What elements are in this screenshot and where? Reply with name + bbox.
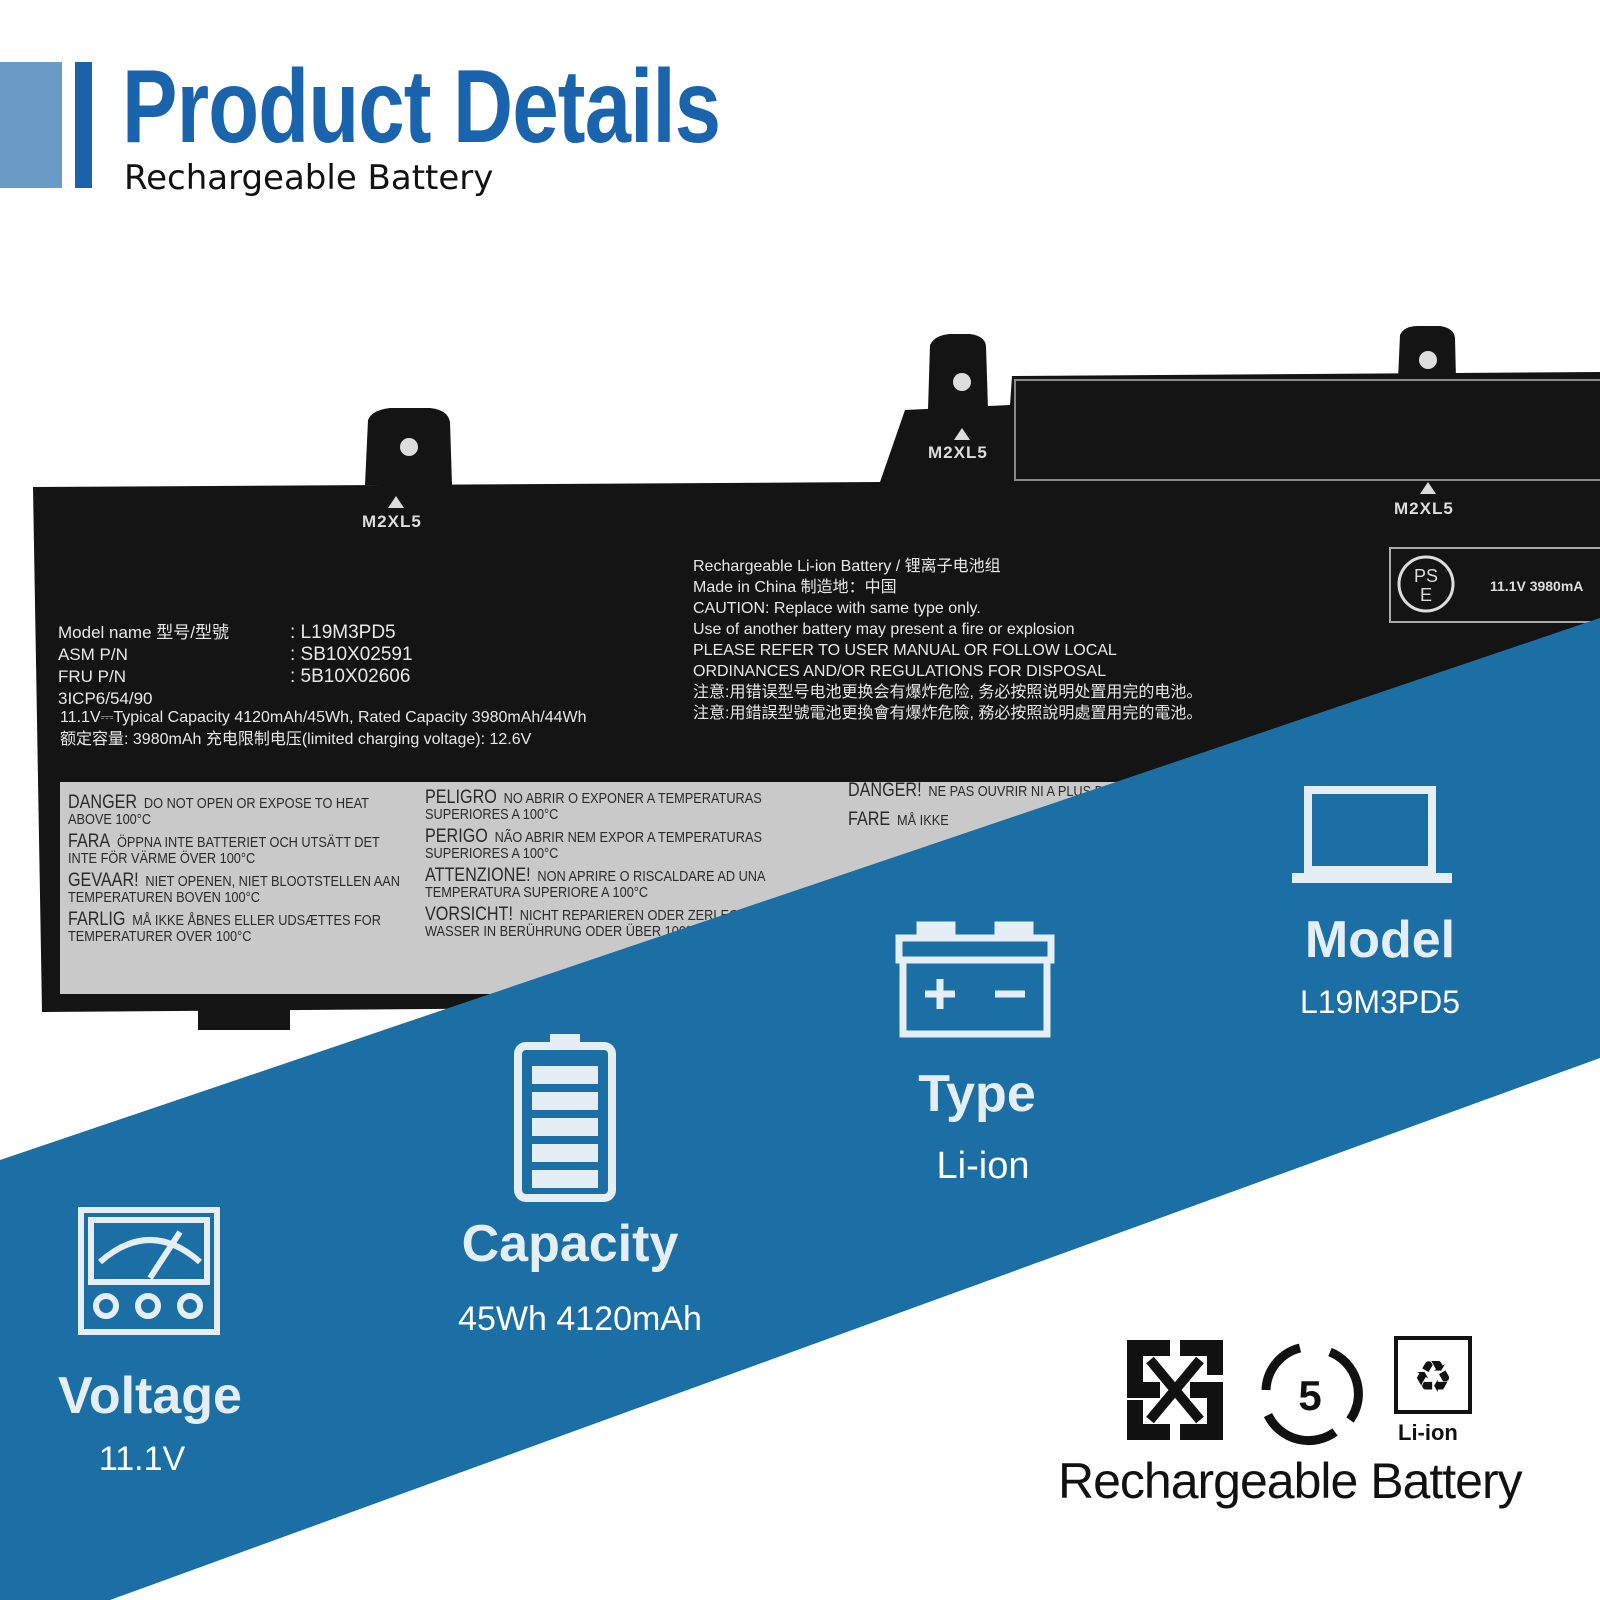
spec-values: : L19M3PD5 : SB10X02591 : 5B10X02606 [290, 622, 413, 687]
taiwan-recycle-icon [1127, 1340, 1223, 1440]
screw-hole [400, 438, 418, 456]
page-title: Product Details [122, 49, 721, 165]
capacity-label: Capacity [461, 1215, 679, 1273]
car-battery-icon [895, 921, 1055, 1038]
type-value: Li-ion [936, 1145, 1030, 1187]
screw-hole [1419, 351, 1437, 369]
cycle-number: 5 [1298, 1372, 1321, 1419]
model-label: Model [1304, 911, 1456, 969]
capacity-line: 11.1V⎓Typical Capacity 4120mAh/45Wh, Rat… [60, 709, 587, 726]
label-box [1014, 379, 1600, 481]
pse-text: 11.1V 3980mA [1490, 578, 1584, 594]
pse-mark-text: PS [1414, 566, 1438, 586]
voltage-label: Voltage [58, 1367, 242, 1425]
rated-line: 额定容量: 3980mAh 充电限制电压(limited charging vo… [60, 731, 532, 748]
svg-text:E: E [1420, 585, 1432, 605]
liion-recycle-icon: ♻ [1394, 1336, 1472, 1414]
capacity-value: 45Wh 4120mAh [458, 1300, 702, 1338]
battery-connector [198, 1005, 290, 1030]
liion-label: Li-ion [1398, 1420, 1458, 1445]
svg-text:♻: ♻ [1413, 1352, 1452, 1403]
model-value: L19M3PD5 [1299, 984, 1461, 1020]
spec-keys: Model name 型号/型號 ASM P/N FRU P/N 3ICP6/5… [58, 623, 229, 708]
battery-level-icon [514, 1034, 616, 1202]
voltage-value: 11.1V [98, 1440, 186, 1478]
type-label: Type [918, 1065, 1036, 1123]
header-accent-bar [75, 62, 92, 188]
cycle-5-icon [1261, 1343, 1363, 1446]
rechargeable-battery-caption: Rechargeable Battery [1058, 1453, 1523, 1509]
screw-hole [953, 373, 971, 391]
mount-mark: M2XL5 [362, 512, 422, 531]
notice-text: Rechargeable Li-ion Battery / 锂离子电池组 Mad… [693, 558, 1203, 722]
pse-mark-icon [1397, 555, 1455, 613]
battery-tab [928, 334, 988, 410]
header-accent-block [0, 62, 62, 188]
mount-mark: M2XL5 [928, 443, 988, 462]
laptop-icon [1292, 786, 1452, 883]
pse-box [1389, 547, 1600, 623]
voltmeter-icon [78, 1207, 220, 1335]
mount-mark: M2XL5 [1394, 499, 1454, 518]
page-subtitle: Rechargeable Battery [124, 158, 494, 198]
